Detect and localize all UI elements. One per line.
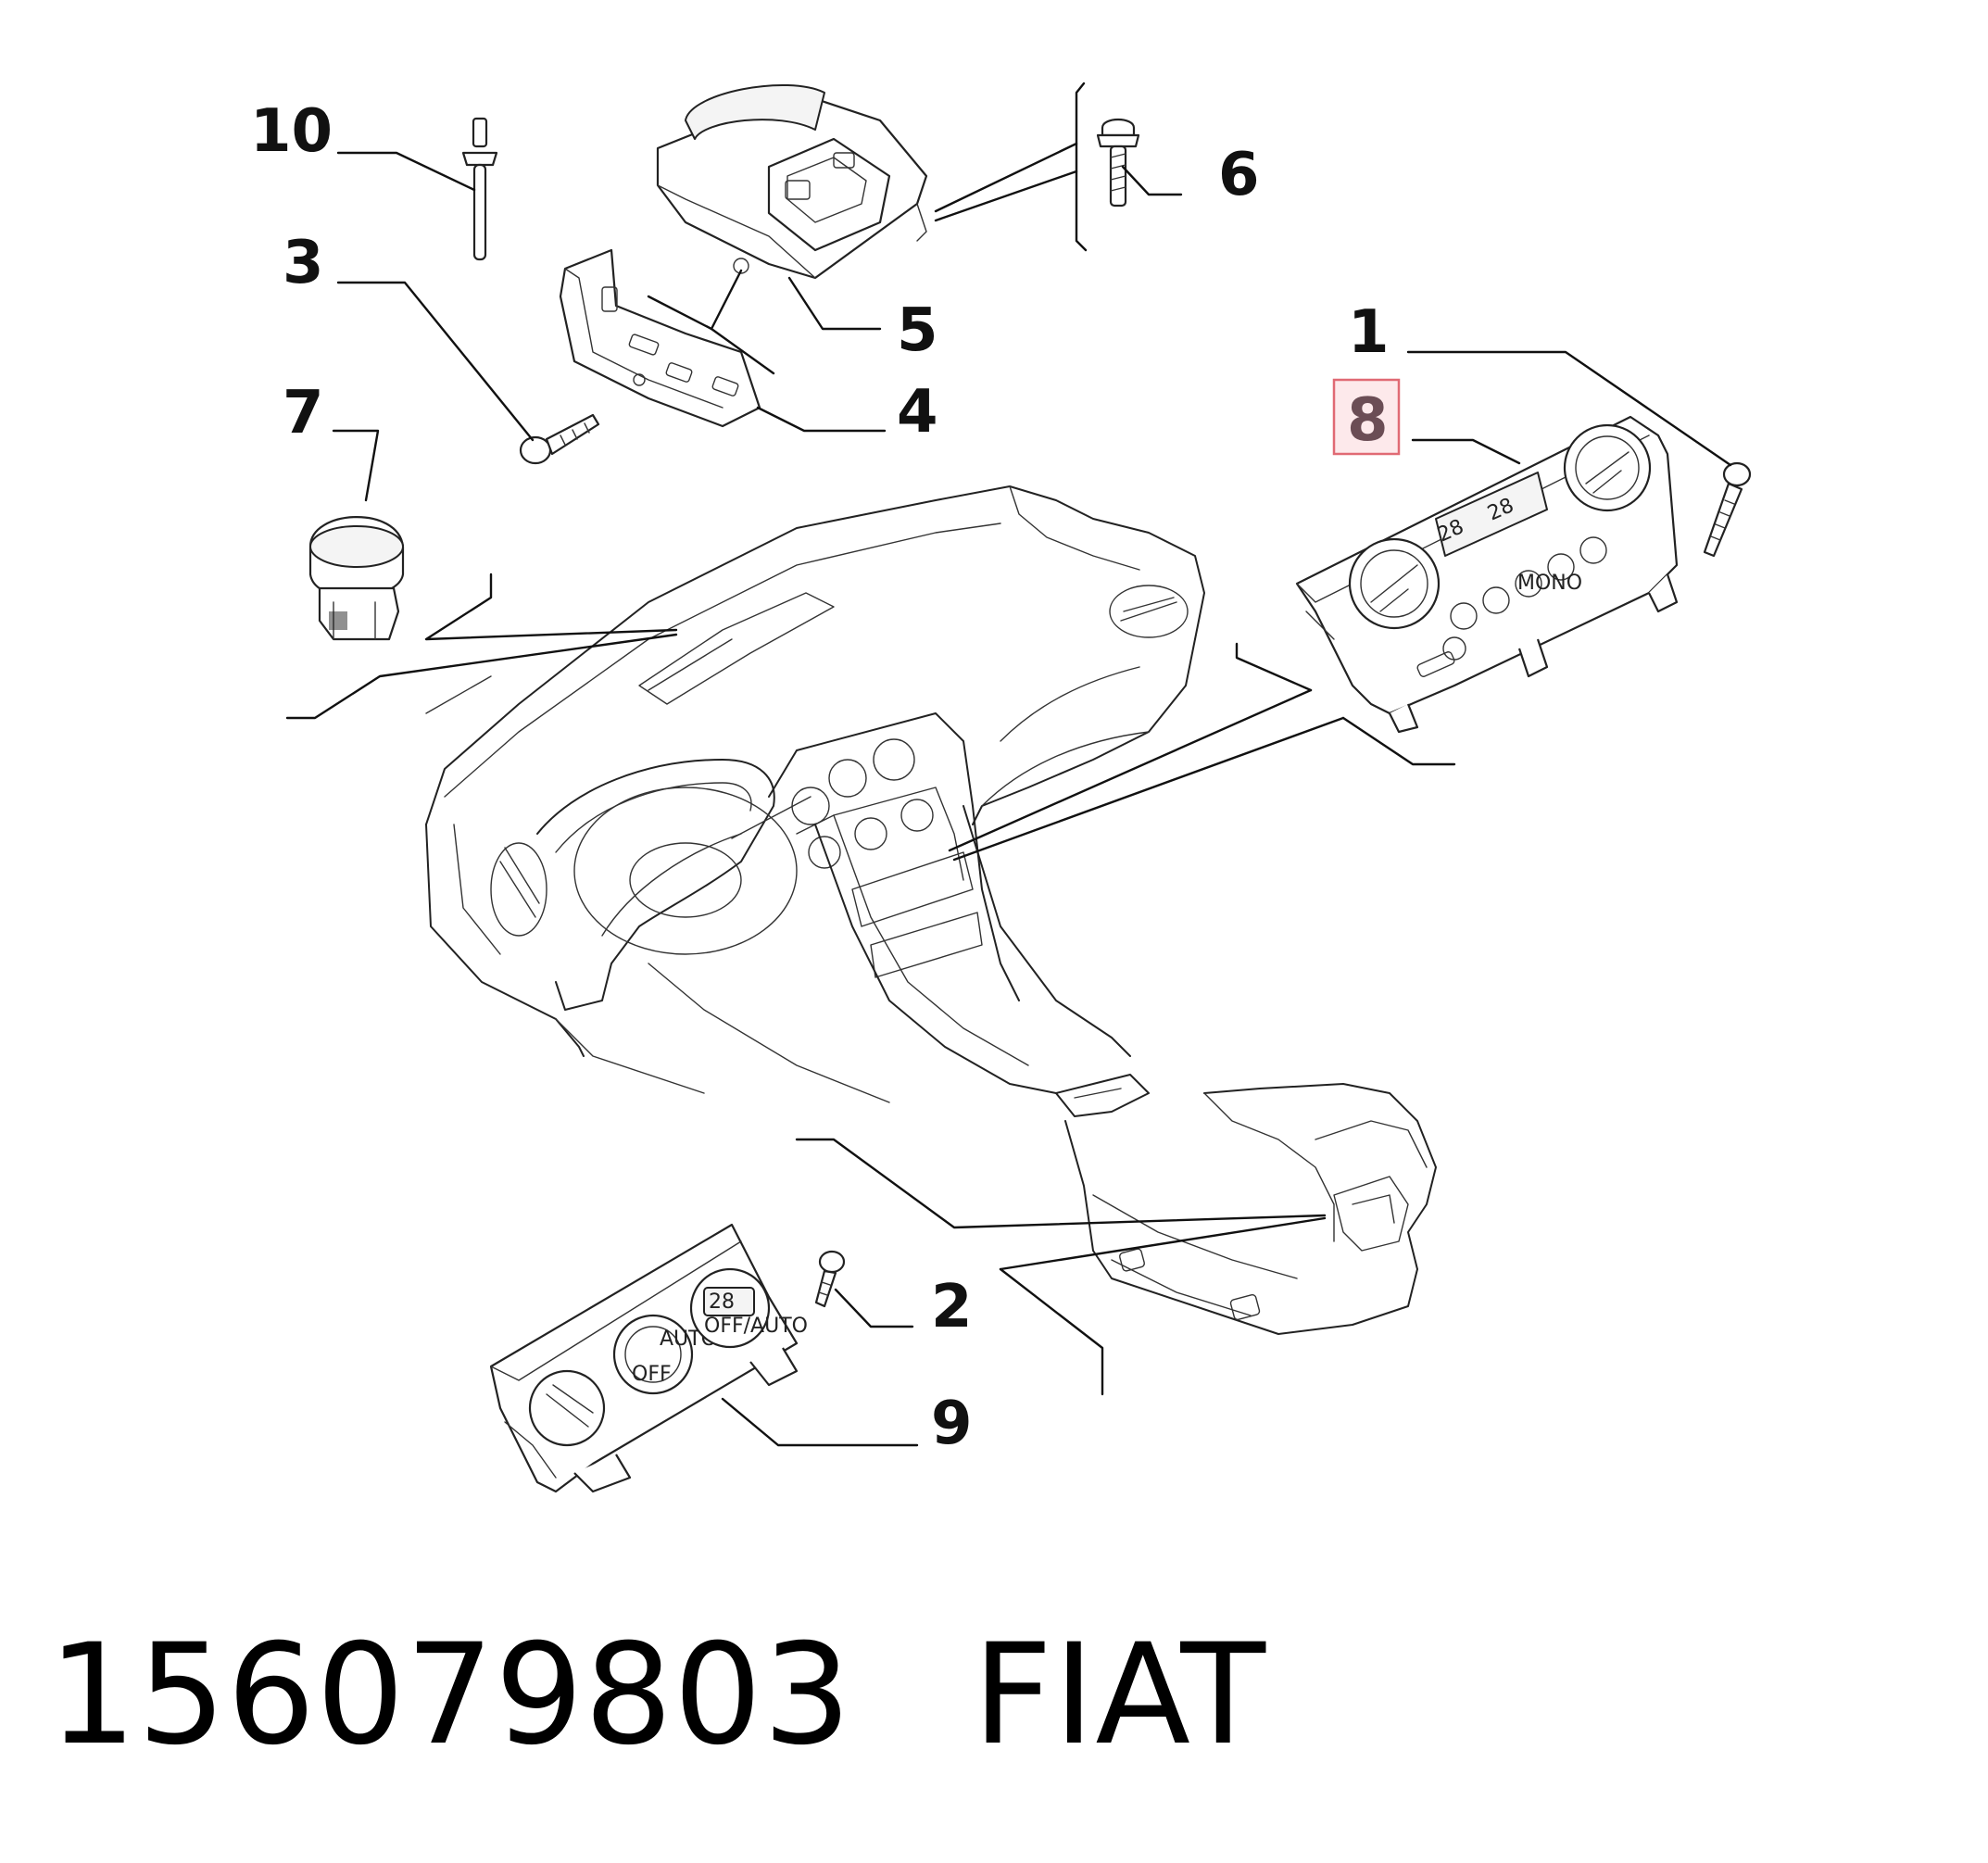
part-6-screw — [1096, 118, 1140, 208]
part-number: 156079803 — [48, 1615, 852, 1776]
callout-8-highlight — [1332, 378, 1401, 456]
part-7-cap — [308, 516, 405, 641]
part-8-climate-panel: 28 28 MONO — [1295, 415, 1679, 734]
brand-name: FIAT — [972, 1615, 1267, 1776]
callout-5: 5 — [897, 296, 938, 365]
panel-mono-label: MONO — [1517, 572, 1582, 595]
part-10-rivet — [461, 117, 498, 261]
callout-1: 1 — [1348, 298, 1390, 367]
callout-4: 4 — [897, 378, 938, 447]
dashboard-illustration — [425, 485, 1437, 1335]
part-4-bracket — [559, 248, 761, 428]
part-3-screw — [519, 413, 600, 465]
callout-6: 6 — [1218, 141, 1260, 209]
callout-3: 3 — [283, 229, 324, 297]
callout-8: 8 — [1347, 386, 1389, 455]
callout-labels: 10 3 7 6 5 4 1 8 2 9 — [250, 97, 1401, 1458]
callout-9: 9 — [931, 1390, 973, 1458]
leader-lines — [285, 82, 1732, 1447]
callout-2: 2 — [931, 1273, 973, 1341]
part-2-screw — [814, 1250, 846, 1308]
part-5-housing — [656, 83, 928, 280]
small-panel-button: OFF/AUTO — [704, 1315, 808, 1338]
callout-10: 10 — [250, 97, 333, 166]
small-panel-off: OFF — [632, 1363, 672, 1386]
footer-caption: 156079803 FIAT — [48, 1612, 1266, 1779]
exploded-parts-diagram: 28 28 MONO OFF — [250, 82, 1752, 1493]
part-9-small-panel: OFF AUTO 28 OFF/AUTO — [489, 1223, 808, 1493]
part-1-screw — [1703, 461, 1752, 558]
small-panel-temp: 28 — [709, 1290, 735, 1314]
callout-7: 7 — [283, 379, 324, 447]
